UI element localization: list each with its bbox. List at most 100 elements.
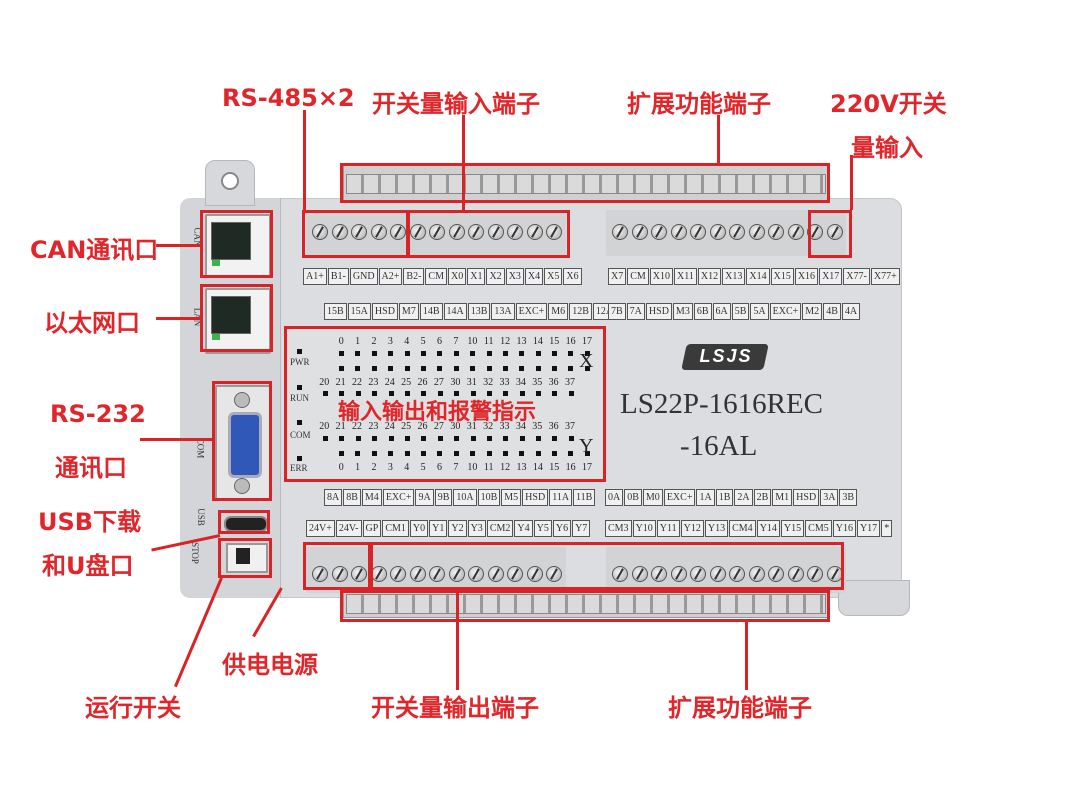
terminal-screw[interactable]: [351, 224, 367, 240]
terminal-screw[interactable]: [546, 566, 562, 582]
terminal-screw[interactable]: [526, 224, 543, 240]
terminal-label: A1+: [303, 268, 327, 285]
led-number: 17: [582, 462, 593, 473]
led-number: 2: [371, 462, 377, 473]
terminal-screw[interactable]: [409, 224, 426, 240]
terminal-screw[interactable]: [826, 224, 843, 240]
usb-box: [218, 510, 270, 534]
terminal-label: 9B: [434, 489, 453, 506]
terminal-screw[interactable]: [709, 224, 726, 240]
terminal-screw[interactable]: [312, 566, 328, 582]
io-led: [584, 351, 590, 356]
can-box: [200, 210, 273, 278]
led-number: 5: [420, 336, 426, 347]
terminal-screw[interactable]: [429, 566, 445, 582]
rs232-screw-top: [234, 392, 250, 408]
terminal-label: 4B: [823, 303, 841, 320]
terminal-screw[interactable]: [448, 224, 465, 240]
terminal-screw[interactable]: [651, 224, 667, 240]
terminal-screw[interactable]: [787, 566, 804, 582]
terminal-screw[interactable]: [409, 566, 426, 582]
terminal-screw[interactable]: [370, 224, 387, 240]
led-number: 35: [532, 377, 543, 388]
terminal-label: CM: [627, 268, 649, 285]
terminal-screw[interactable]: [748, 224, 765, 240]
terminal-screw[interactable]: [690, 224, 706, 240]
led-number: 27: [433, 421, 444, 432]
terminal-screw[interactable]: [351, 566, 367, 582]
io-led: [339, 436, 345, 441]
io-led: [552, 451, 558, 456]
io-led: [437, 391, 443, 396]
terminal-screw[interactable]: [312, 224, 328, 240]
io-led: [470, 351, 476, 356]
terminal-screw[interactable]: [507, 224, 523, 240]
terminal-screw[interactable]: [487, 566, 504, 582]
terminal-label: Y17: [856, 520, 881, 537]
terminal-screw[interactable]: [768, 566, 784, 582]
terminal-screw[interactable]: [526, 566, 543, 582]
v220-box: [808, 210, 852, 258]
terminal-screw[interactable]: [612, 566, 628, 582]
terminal-label: X12: [697, 268, 722, 285]
terminal-screw[interactable]: [807, 224, 823, 240]
led-number: 2: [371, 336, 377, 347]
terminal-screw[interactable]: [487, 224, 504, 240]
annotation-usb-line1: USB下载: [38, 508, 142, 536]
terminal-screw[interactable]: [748, 566, 765, 582]
terminal-screw[interactable]: [468, 566, 484, 582]
terminal-screw[interactable]: [670, 224, 687, 240]
annotation-220v-line2: 量输入: [851, 134, 923, 162]
terminal-screw[interactable]: [768, 224, 784, 240]
terminal-screw[interactable]: [390, 566, 406, 582]
rs232-screw-bottom: [234, 478, 250, 494]
led-number: 31: [466, 421, 477, 432]
terminal-label: X77-: [843, 268, 870, 285]
terminal-screw[interactable]: [729, 566, 745, 582]
terminal-screw[interactable]: [670, 566, 687, 582]
annotation-switch-output: 开关量输出端子: [371, 694, 539, 722]
terminal-screw[interactable]: [612, 224, 628, 240]
terminal-screw[interactable]: [546, 224, 562, 240]
line-ethernet: [156, 317, 200, 320]
terminal-screw[interactable]: [468, 224, 484, 240]
terminal-screw[interactable]: [631, 566, 648, 582]
terminal-screw[interactable]: [507, 566, 523, 582]
terminal-screw[interactable]: [448, 566, 465, 582]
terminal-label: 14A: [443, 303, 467, 320]
status-led-pwr: PWR: [290, 357, 310, 367]
terminal-label: CM3: [605, 520, 632, 537]
terminal-screw[interactable]: [631, 224, 648, 240]
io-led: [584, 366, 590, 371]
led-number: 32: [483, 377, 494, 388]
led-number: 37: [565, 421, 576, 432]
terminal-screw[interactable]: [729, 224, 745, 240]
led-number: 10: [467, 462, 478, 473]
io-led: [420, 366, 426, 371]
io-led: [503, 391, 509, 396]
terminal-label: 14B: [419, 303, 443, 320]
io-led: [470, 391, 476, 396]
terminal-label: 13B: [467, 303, 491, 320]
terminal-screw[interactable]: [807, 566, 823, 582]
terminal-screw[interactable]: [690, 566, 706, 582]
terminal-label: 1A: [696, 489, 715, 506]
terminal-screw[interactable]: [787, 224, 804, 240]
terminal-label: Y12: [680, 520, 704, 537]
terminal-screw[interactable]: [429, 224, 445, 240]
terminal-screw[interactable]: [390, 224, 406, 240]
io-led: [371, 451, 377, 456]
io-led: [552, 366, 558, 371]
can-jack: [211, 222, 251, 260]
terminal-label: EXC+: [382, 489, 415, 506]
terminal-screw[interactable]: [709, 566, 726, 582]
terminal-screw[interactable]: [331, 224, 348, 240]
led-number: 17: [582, 336, 593, 347]
status-led-run: RUN: [290, 393, 310, 403]
io-led: [404, 436, 410, 441]
led-number: 36: [548, 377, 559, 388]
terminal-screw[interactable]: [331, 566, 348, 582]
terminal-label: B1-: [327, 268, 349, 285]
terminal-screw[interactable]: [651, 566, 667, 582]
